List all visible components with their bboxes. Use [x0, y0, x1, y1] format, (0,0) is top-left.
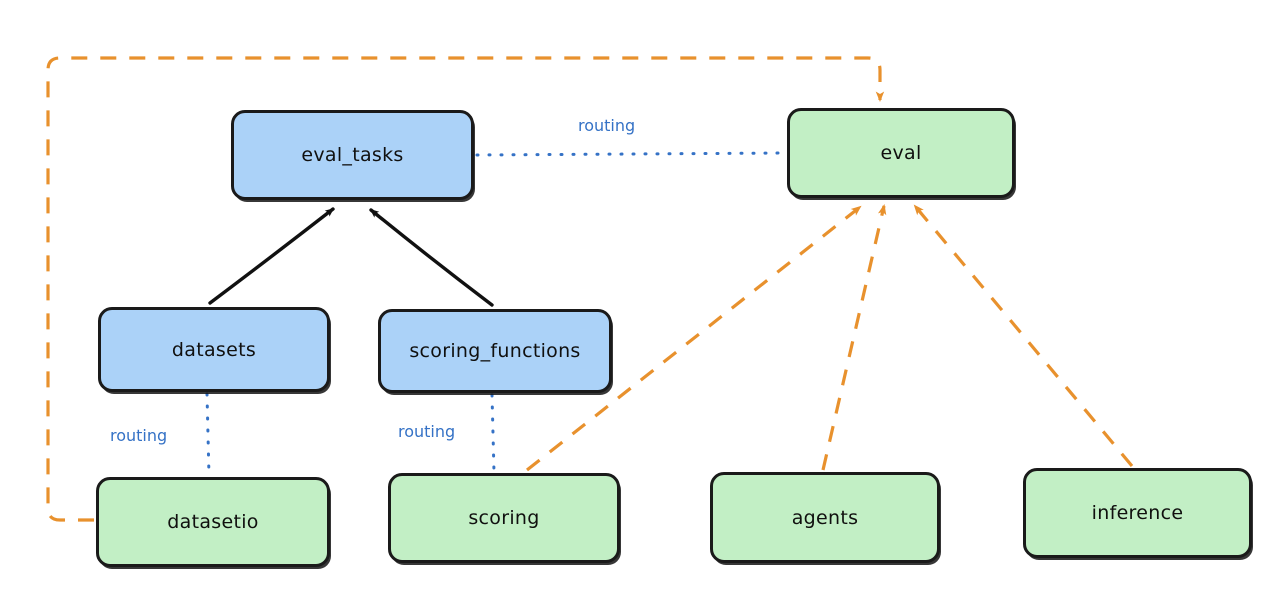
edge-scoring-to-eval	[526, 205, 862, 472]
edge-inference-to-eval	[913, 204, 1134, 468]
edge-scoring-functions-to-eval-tasks	[369, 208, 494, 307]
node-label: eval_tasks	[301, 144, 404, 166]
node-agents[interactable]: agents	[710, 472, 940, 563]
edge-label-routing-scoring-functions-scoring: routing	[398, 422, 456, 441]
edge-routing-datasets-to-datasetio	[205, 392, 211, 478]
node-datasets[interactable]: datasets	[98, 307, 330, 392]
edge-routing-eval-tasks-to-eval	[475, 151, 788, 157]
edge-agents-to-eval	[821, 204, 887, 471]
node-label: scoring_functions	[409, 340, 581, 362]
node-label: scoring	[468, 507, 540, 529]
edge-label-routing-datasets-datasetio: routing	[110, 426, 168, 445]
edge-datasetio-to-eval	[46, 56, 885, 522]
node-label: datasetio	[167, 511, 259, 533]
node-label: eval	[880, 142, 922, 164]
node-scoring-functions[interactable]: scoring_functions	[378, 309, 612, 393]
node-eval[interactable]: eval	[787, 108, 1015, 198]
node-scoring[interactable]: scoring	[388, 473, 620, 563]
node-label: agents	[791, 506, 859, 529]
node-datasetio[interactable]: datasetio	[96, 477, 330, 567]
node-inference[interactable]: inference	[1023, 468, 1252, 558]
node-label: inference	[1091, 502, 1184, 524]
node-eval-tasks[interactable]: eval_tasks	[231, 110, 474, 200]
node-label: datasets	[171, 338, 257, 361]
edge-label-routing-eval-tasks-eval: routing	[578, 116, 636, 135]
edge-datasets-to-eval-tasks	[208, 207, 335, 305]
edge-routing-scoring-functions-to-scoring	[490, 393, 496, 474]
